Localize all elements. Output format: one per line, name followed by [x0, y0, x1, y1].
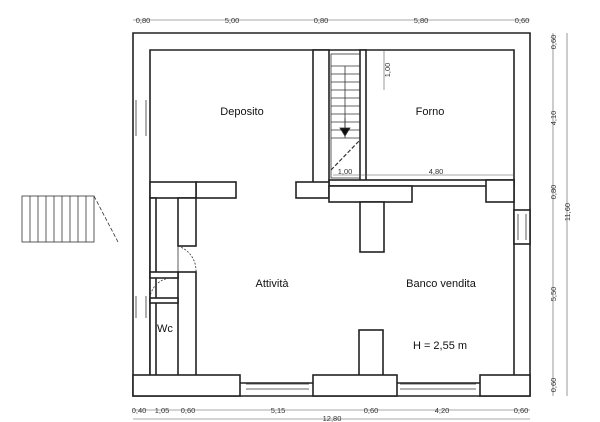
room-wc-label: Wc — [157, 323, 173, 335]
dim-bottom-5: 0,60 — [364, 406, 379, 415]
stair-internal — [330, 53, 361, 179]
dim-bottom-7: 0,60 — [514, 406, 529, 415]
wall-corridor-right — [177, 197, 197, 247]
room-banco-label: Banco vendita — [406, 278, 477, 290]
pillar-bottom — [358, 329, 384, 384]
dim-right-3: 0,80 — [549, 185, 558, 200]
windows — [135, 100, 527, 390]
wall-bottom-mid — [312, 374, 398, 397]
room-forno-label: Forno — [416, 106, 445, 118]
dim-top-4: 5,80 — [414, 16, 429, 25]
dim-right-total: 11,60 — [563, 203, 572, 221]
wall-deposito-bottom-3 — [295, 181, 330, 199]
stair-external — [21, 195, 119, 243]
dim-top-5: 0,60 — [515, 16, 530, 25]
wall-wc-mid — [149, 297, 179, 304]
wall-bottom-right — [479, 374, 531, 397]
wall-right-window — [513, 209, 531, 245]
dim-bottom-1: 0,40 — [132, 406, 147, 415]
wall-deposito-forno — [312, 49, 330, 187]
wall-bottom-left — [132, 374, 241, 397]
dim-top-3: 0,80 — [314, 16, 329, 25]
wall-stair — [359, 49, 367, 187]
dim-top-1: 0,80 — [136, 16, 151, 25]
height-note: H = 2,55 m — [413, 340, 467, 352]
wall-deposito-bottom — [195, 181, 237, 199]
wall-corridor-right-2 — [177, 271, 197, 384]
pillar-center — [359, 201, 385, 253]
wall-forno-bottom-right — [485, 179, 515, 203]
dim-bottom-6: 4,20 — [435, 406, 450, 415]
dim-right-5: 0,60 — [549, 378, 558, 393]
wall-wc-top — [149, 271, 179, 279]
dimension-lines — [133, 19, 568, 420]
dim-right-1: 0,60 — [549, 35, 558, 50]
dim-forno-bottom: 4,80 — [429, 167, 444, 176]
dim-right-4: 5,50 — [549, 287, 558, 302]
dim-top-2: 5,00 — [225, 16, 240, 25]
dim-bottom-2: 1,05 — [155, 406, 170, 415]
room-deposito-label: Deposito — [220, 106, 263, 118]
dim-bottom-4: 5,15 — [271, 406, 286, 415]
dim-stair-width: 1,00 — [383, 63, 392, 78]
dim-bottom-3: 0,60 — [181, 406, 196, 415]
dim-right-2: 4,10 — [549, 111, 558, 126]
doors — [149, 245, 197, 299]
wall-deposito-bottom-2 — [149, 181, 197, 199]
dim-bottom-total: 12,80 — [323, 414, 342, 422]
pillar-center-top — [328, 185, 413, 203]
room-attivita-label: Attività — [255, 278, 289, 290]
dim-stair-bottom: 1,00 — [338, 167, 353, 176]
wall-corridor-left — [149, 197, 157, 384]
